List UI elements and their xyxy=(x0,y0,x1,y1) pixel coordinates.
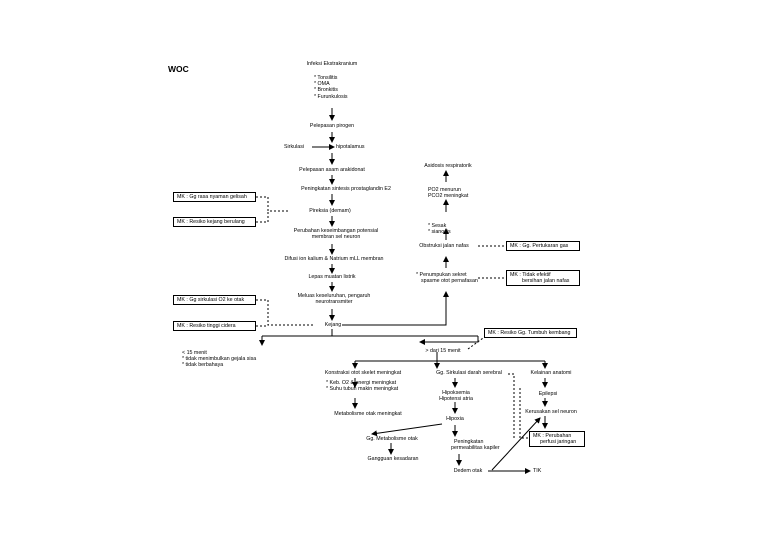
node-kelainan: Kelainan anatomi xyxy=(530,370,572,376)
node-epilepsi: Epilepsi xyxy=(538,391,558,397)
node-difusi: Difusi ion kalium & Natrium mLL membran xyxy=(284,256,384,262)
node-listrik: Lepas muatan listrik xyxy=(308,274,356,280)
node-hipotalamus: hipotalamus xyxy=(336,144,365,150)
node-prostaglandin: Peningkatan sintesis prostaglandin E2 xyxy=(301,186,391,192)
node-kebutuhan: * Keb. O2 & energi meningkat * Suhu tubu… xyxy=(326,380,399,393)
node-arakidonat: Pelepasan asam arakidonat xyxy=(299,167,365,173)
node-kurang15: < 15 menit * tidak menimbulkan gejala si… xyxy=(182,350,257,369)
diagnosis-resiko-cidera: MK : Resiko tinggi cidera xyxy=(173,321,256,331)
node-edema: Dedem otak xyxy=(453,468,483,474)
list-item: * Tonsilitis xyxy=(314,75,338,81)
node-gg-metabolisme: Gg. Metabolisme otak xyxy=(366,436,418,442)
diagnosis-tumbuh-kembang: MK : Resiko Gg. Tumbuh kembang xyxy=(484,328,577,338)
diagnosis-perfusi-jaringan: MK : Perubahan perfusi jaringan xyxy=(529,431,585,447)
diagnosis-pertukaran-gas: MK : Gg. Pertukaran gas xyxy=(506,241,580,251)
list-item: * Furunkulosis xyxy=(314,93,348,100)
node-penyakit-list: * Tonsilitis * OMA * Bronkitis * Furunku… xyxy=(314,75,348,100)
diagnosis-jalan-nafas: MK : Tidak efektif bersihan jalan nafas xyxy=(506,270,580,286)
node-po2: PO2 menurun PCO2 meningkat xyxy=(428,187,469,200)
diagnosis-resiko-kejang: MK : Resiko kejang berulang xyxy=(173,217,256,227)
node-pireksia: Pireksia (demam) xyxy=(309,208,351,214)
node-metabolisme: Metabolisme otak meningkat xyxy=(334,411,402,417)
node-sirkulasi: Sirkulasi xyxy=(284,144,305,150)
node-pirogen: Pelepasan pirogen xyxy=(309,123,355,129)
node-kesadaran: Gangguan kesadaran xyxy=(367,456,419,462)
node-obstruksi: Obstruksi jalan nafas xyxy=(419,243,469,249)
node-gg-sirkulasi: Gg. Sirkulasi darah serebral xyxy=(436,370,502,376)
node-asidosis: Asidosis respiratorik xyxy=(424,163,472,169)
node-hipoxia: Hipoxia xyxy=(446,416,464,422)
list-item: * Bronkitis xyxy=(314,87,338,94)
node-sesak: * Sesak * sianosis xyxy=(428,223,451,236)
node-meluas: Meluas keseluruhan, pengaruh neurotransm… xyxy=(297,293,371,306)
list-item: * OMA xyxy=(314,81,330,88)
node-kejang: Kejang xyxy=(324,322,342,328)
node-kerusakan: Kerusakan sel neuron xyxy=(525,409,577,415)
node-penumpukan: * Penumpukan sekret spasme otot pernafas… xyxy=(416,272,478,285)
node-tik: TIK xyxy=(533,468,542,474)
page-title: WOC xyxy=(168,64,189,74)
diagnosis-gg-rasa-nyaman: MK : Gg rasa nyaman gelisah xyxy=(173,192,256,202)
node-hipoksemia: Hipoksemia Hipotensi atria xyxy=(439,390,473,403)
node-keseimbangan: Perubahan keseimbangan potensial membran… xyxy=(293,228,379,241)
node-permeabilitas: Peningkatan permeabilitas kapiler xyxy=(451,439,500,452)
node-infeksi: Infeksi Ekstrakranium xyxy=(306,61,358,67)
diagnosis-sirkulasi-o2: MK : Gg sirkulasi O2 ke otak xyxy=(173,295,256,305)
node-lebih15: > dari 15 menit xyxy=(425,348,461,354)
node-kontraksi: Konstraksi otot skelet meningkat xyxy=(324,370,402,376)
